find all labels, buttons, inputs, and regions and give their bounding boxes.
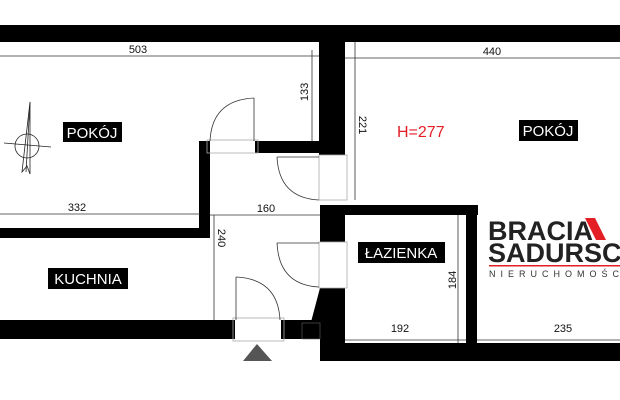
dim-332: 332 [68,202,86,214]
wall-niche [301,322,321,340]
door-pokoj-right[interactable] [276,154,348,201]
ceiling-height: H=277 [397,124,445,141]
logo-rule [489,265,620,267]
dim-184: 184 [447,271,459,289]
logo-slash [585,218,606,240]
room-label-kuchnia: KUCHNIA [54,271,122,288]
brand-logo: BRACIA SADURSCY NIERUCHOMOŚCI [488,216,620,279]
dim-160: 160 [257,203,275,215]
compass-icon [3,101,52,175]
logo-line1: BRACIA [488,216,593,246]
wall-left-vertical [199,141,210,238]
logo-tagline: NIERUCHOMOŚCI [489,268,620,279]
dimension-lines [0,42,620,343]
walls [0,25,620,361]
dim-133: 133 [299,83,311,101]
dim-192: 192 [391,323,409,335]
label-bg [519,120,578,141]
dim-240: 240 [215,229,227,247]
dim-503: 503 [129,44,147,56]
wall-bottom-right [320,343,620,361]
wall-central-lower [320,205,345,242]
label-bg [48,268,128,289]
wall-top [0,25,620,42]
label-bg [358,242,445,263]
wall-bath-top [320,205,478,215]
door-pokoj[interactable] [206,97,259,154]
room-label-lazienka: ŁAZIENKA [365,245,438,262]
door-lazienka[interactable] [276,241,348,289]
room-label-pokoj-right: POKÓJ [523,123,574,140]
wall-central-upper [319,42,345,155]
wall-kitchen-top [0,228,210,238]
wall-diagonal [311,288,320,322]
dim-440: 440 [483,46,501,58]
door-entrance[interactable] [232,276,285,342]
wall-stub [255,141,319,153]
wall-bath-right [466,205,477,361]
room-label-pokoj-left: POKÓJ [67,125,118,142]
dim-235: 235 [554,323,572,335]
entrance-arrow-icon [243,344,272,361]
dim-221: 221 [356,116,368,134]
logo-line2: SADURSCY [488,238,620,268]
wall-bottom-mid [281,320,320,339]
label-bg [63,122,122,142]
wall-bottom-left [0,320,235,339]
